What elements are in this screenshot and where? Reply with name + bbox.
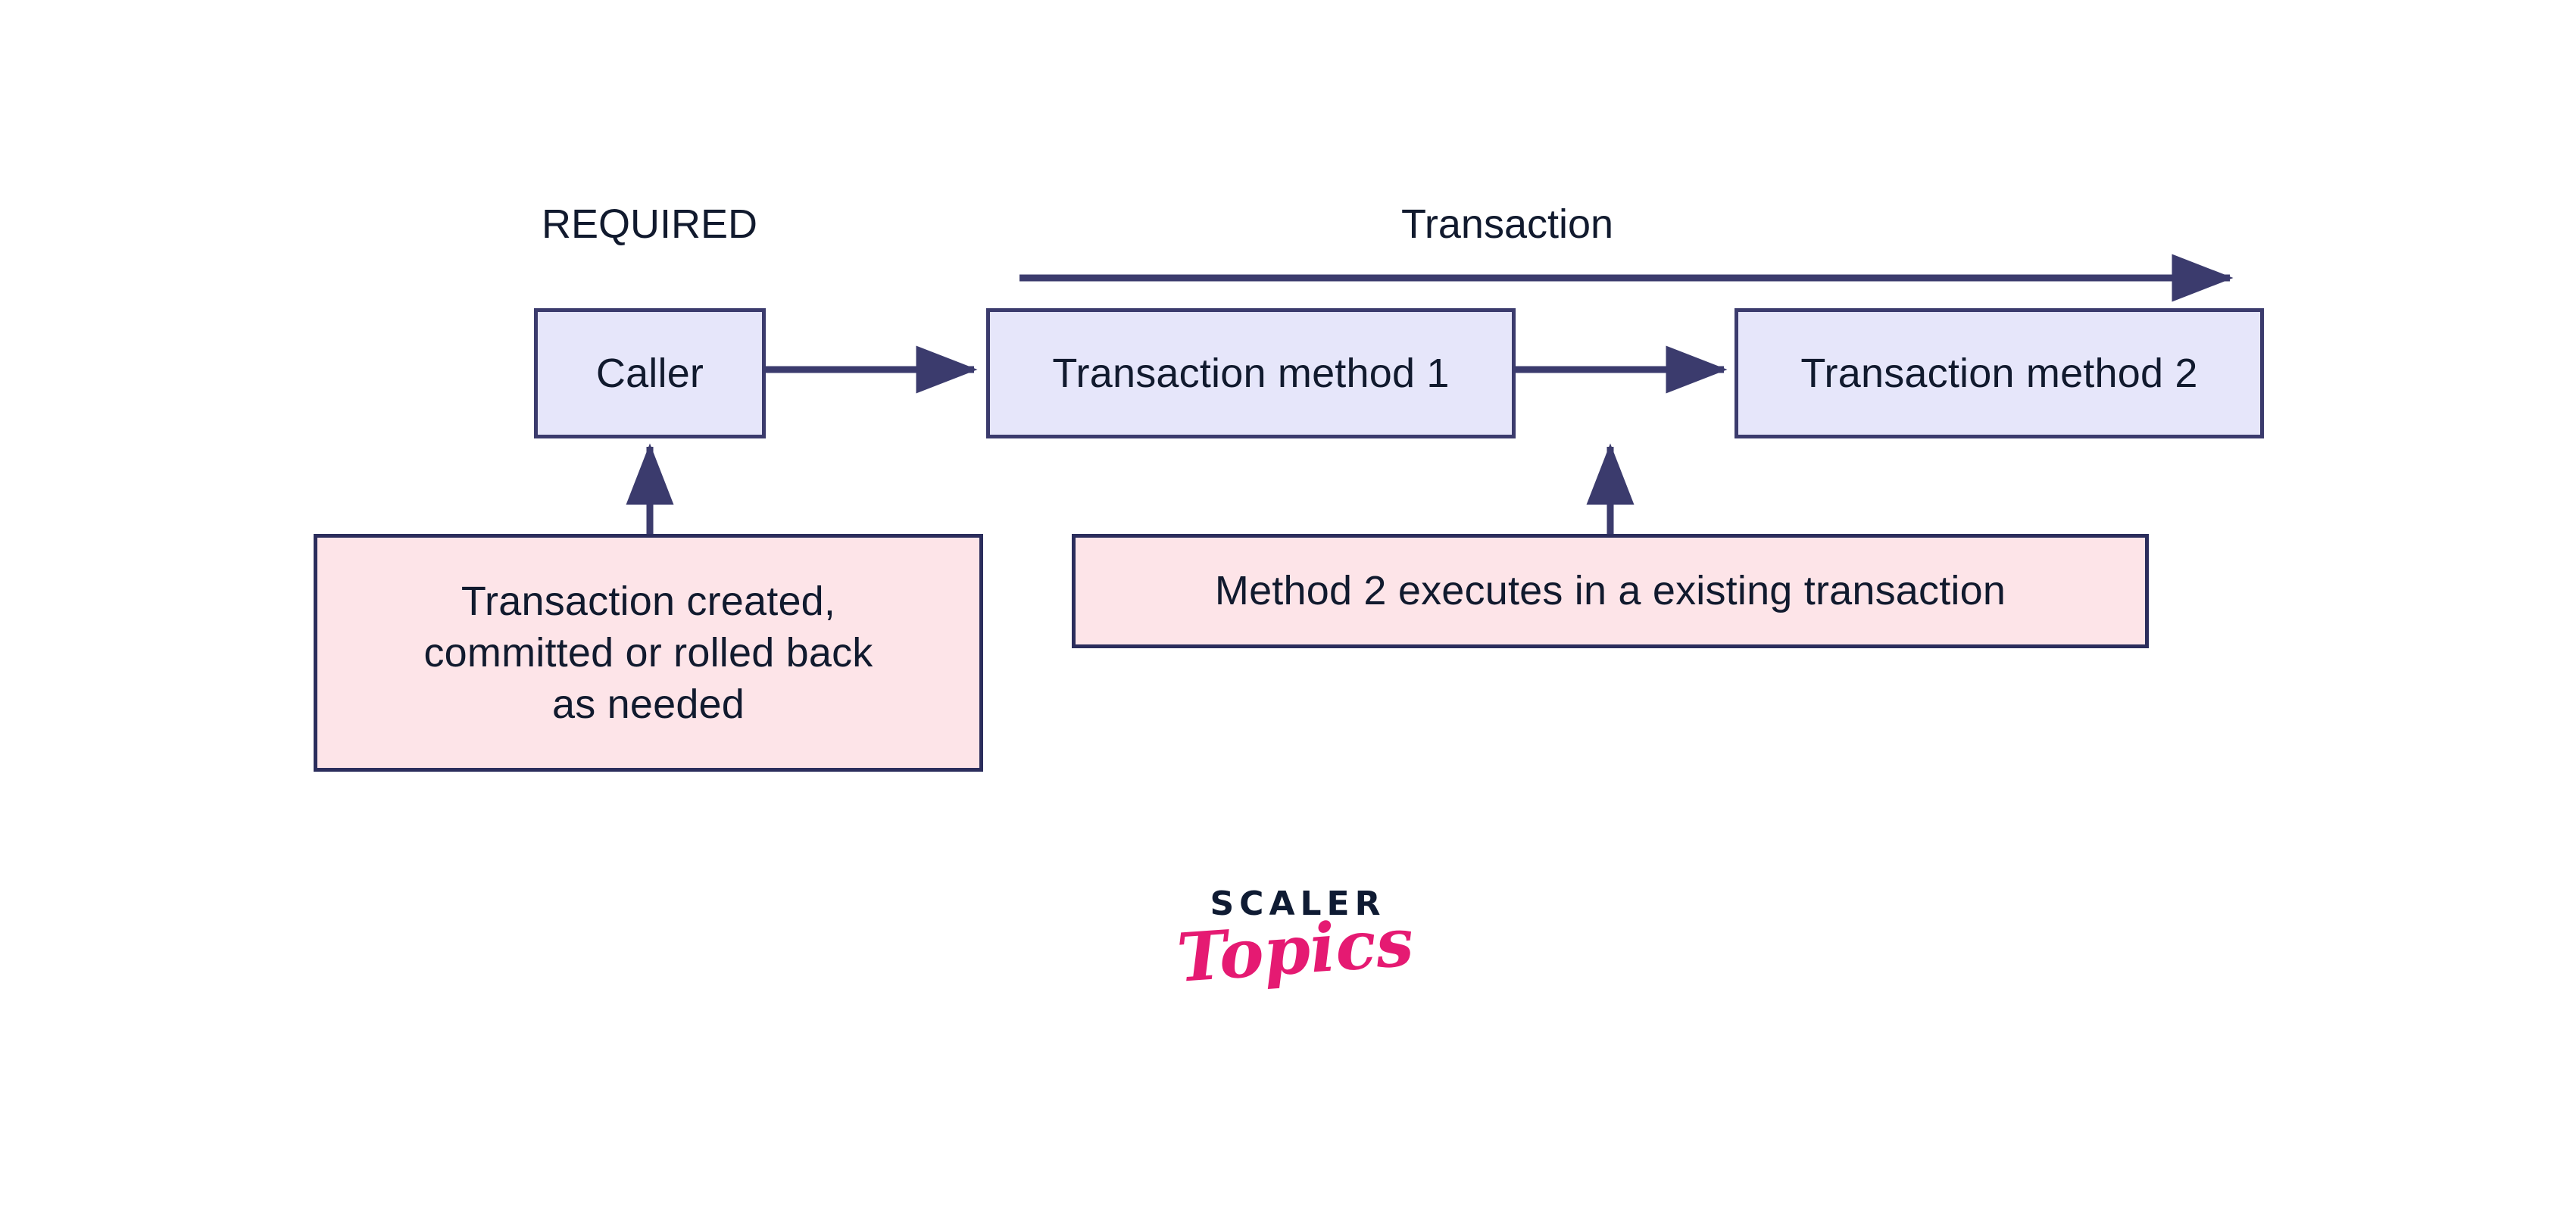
scaler-wordmark: SCALER	[1210, 885, 1386, 923]
transaction-span-label: Transaction	[1400, 201, 1614, 247]
node-caller[interactable]: Caller	[534, 308, 766, 438]
note-right-line-1: Method 2 executes in a existing transact…	[1214, 568, 2006, 614]
note-left-line-1: Transaction created,	[461, 578, 836, 624]
node-transaction-method-1-label: Transaction method 1	[1052, 350, 1450, 396]
note-left-line-2: committed or rolled back	[423, 629, 873, 676]
node-transaction-method-2[interactable]: Transaction method 2	[1735, 308, 2264, 438]
node-caller-label: Caller	[595, 350, 704, 396]
note-method2-existing-transaction: Method 2 executes in a existing transact…	[1072, 534, 2149, 648]
propagation-mode-label: REQUIRED	[542, 201, 758, 247]
note-transaction-lifecycle: Transaction created, committed or rolled…	[314, 534, 983, 772]
node-transaction-method-2-label: Transaction method 2	[1800, 350, 2198, 396]
scaler-topics-logo: SCALER Topics	[1166, 888, 1424, 1092]
topics-script-wordmark: Topics	[1174, 902, 1416, 997]
node-transaction-method-1[interactable]: Transaction method 1	[986, 308, 1516, 438]
note-left-line-3: as needed	[551, 682, 745, 728]
